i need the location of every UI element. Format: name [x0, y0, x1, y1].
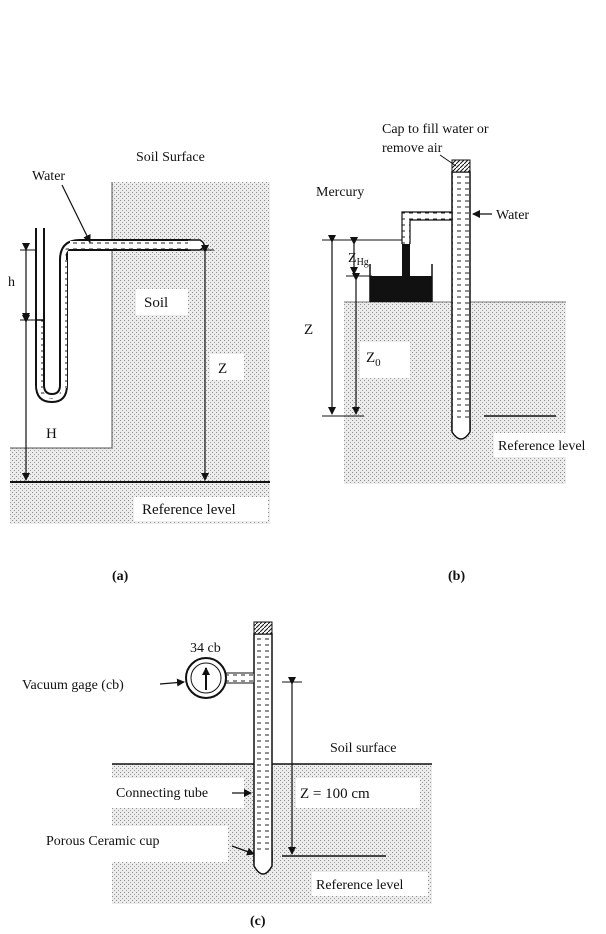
Z-label: Z	[304, 322, 313, 338]
mercury-label: Mercury	[316, 185, 364, 200]
water-arrow	[62, 185, 90, 242]
caption-b: (b)	[448, 569, 465, 584]
cap	[452, 160, 470, 172]
cap-label: remove air	[382, 141, 443, 156]
reference-level-label: Reference level	[498, 439, 586, 454]
z-label: Z = 100 cm	[300, 786, 370, 802]
mercury-column	[402, 244, 410, 278]
ZHg-label: ZHg	[348, 251, 369, 268]
porous-cup	[452, 420, 470, 439]
water-label: Water	[496, 208, 529, 223]
gage-value-label: 34 cb	[190, 641, 221, 656]
vacuum-gage-label: Vacuum gage (cb)	[22, 678, 124, 693]
caption-c: (c)	[250, 914, 266, 929]
reference-level-label: Reference level	[142, 502, 236, 518]
H-label: H	[46, 426, 57, 442]
panel-c: 34 cb Vacuum gage (cb) Soil surface Conn…	[22, 622, 432, 929]
caption-a: (a)	[112, 569, 129, 584]
porous-cup-label: Porous Ceramic cup	[46, 834, 160, 849]
soil-region	[112, 182, 270, 452]
cap	[254, 622, 272, 634]
soil-surface-label: Soil Surface	[136, 150, 205, 165]
mercury-reservoir	[370, 276, 432, 302]
porous-tip	[188, 240, 204, 250]
reference-level-label: Reference level	[316, 878, 404, 893]
panel-a: Reference level Water Soil Surface Soil …	[8, 150, 270, 584]
gage-arrow	[160, 682, 184, 684]
h-label: h	[8, 275, 15, 290]
soil-label: Soil	[144, 295, 168, 311]
water-column	[37, 320, 43, 388]
porous-ceramic-cup	[254, 850, 272, 874]
water-label: Water	[32, 169, 65, 184]
tensiometer-tube	[254, 634, 272, 862]
Z-label: Z	[218, 361, 227, 377]
soil-surface-label: Soil surface	[330, 741, 396, 756]
water-column	[70, 241, 188, 249]
tensiometer-tube	[452, 172, 470, 430]
cap-label: Cap to fill water or	[382, 122, 489, 137]
gauge-connector	[224, 673, 254, 683]
connection-tube	[402, 212, 452, 244]
panel-b: Reference level Cap to fill water or rem…	[304, 122, 606, 584]
water-column	[61, 260, 67, 388]
connecting-tube-label: Connecting tube	[116, 786, 208, 801]
